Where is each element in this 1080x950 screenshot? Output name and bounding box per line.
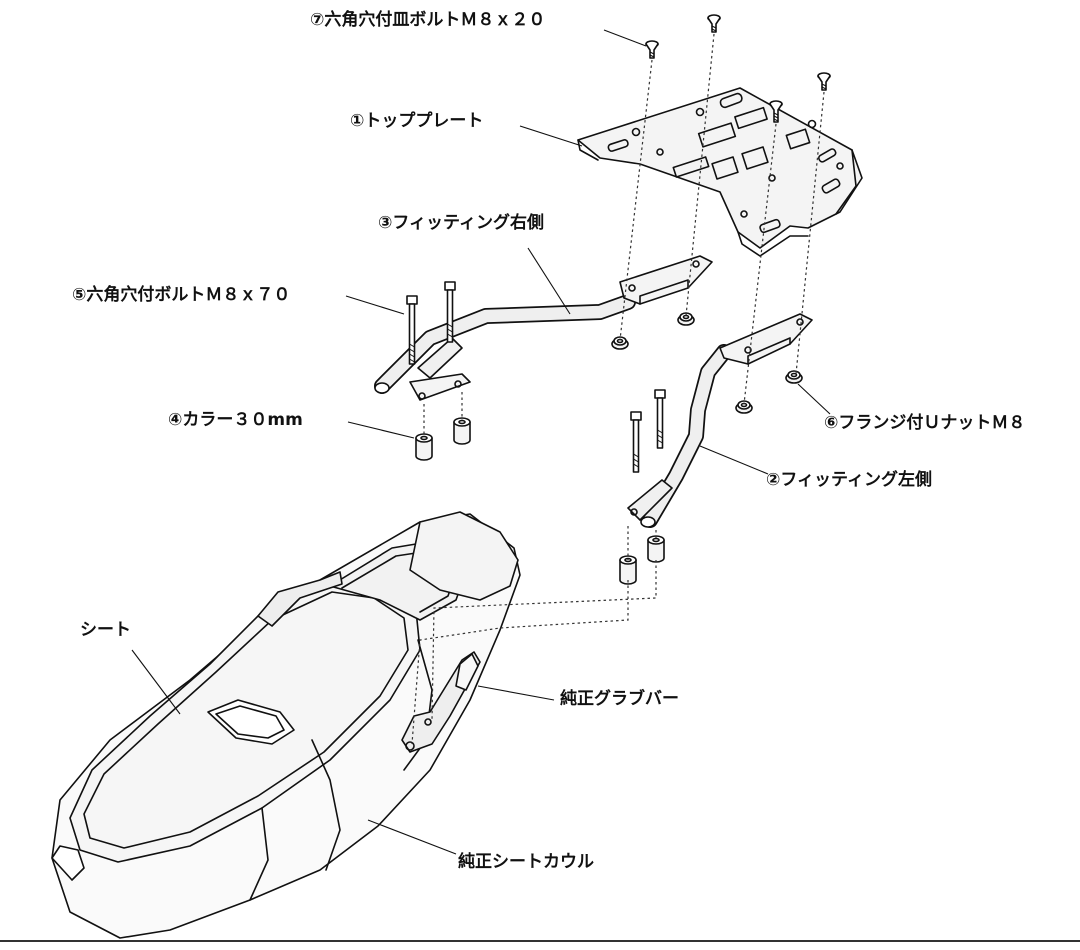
leader-lines xyxy=(131,29,831,855)
label-top-plate: ①トッププレート xyxy=(350,111,484,131)
label-seat-cowl: 純正シートカウル xyxy=(458,852,594,872)
label-grab-bar: 純正グラブバー xyxy=(560,689,679,709)
label-seat: シート xyxy=(80,620,131,640)
collars-left xyxy=(619,535,665,585)
collars-right xyxy=(415,417,471,461)
fitting-right-part xyxy=(374,255,713,401)
label-bolt-m8x70: ⑤六角穴付ボルトＭ８ｘ７０ xyxy=(72,285,291,305)
label-collar: ④カラー３０mm xyxy=(168,410,303,430)
long-bolts-left xyxy=(630,389,666,473)
label-flange-nut: ⑥フランジ付ＵナットＭ８ xyxy=(824,413,1026,433)
label-fitting-right: ③フィッティング右側 xyxy=(378,213,545,233)
assembly-lines xyxy=(411,33,825,745)
fitting-left-part xyxy=(627,313,813,528)
bottom-rule xyxy=(0,940,1080,942)
seat-assembly xyxy=(51,511,521,939)
top-plate-part xyxy=(577,87,863,257)
label-screw-m8x20: ⑦六角穴付皿ボルトＭ８ｘ２０ xyxy=(310,10,546,30)
label-fitting-left: ②フィッティング左側 xyxy=(766,470,933,490)
long-bolts-right xyxy=(406,281,456,365)
countersunk-bolts xyxy=(645,14,831,123)
flange-nuts xyxy=(611,312,803,414)
